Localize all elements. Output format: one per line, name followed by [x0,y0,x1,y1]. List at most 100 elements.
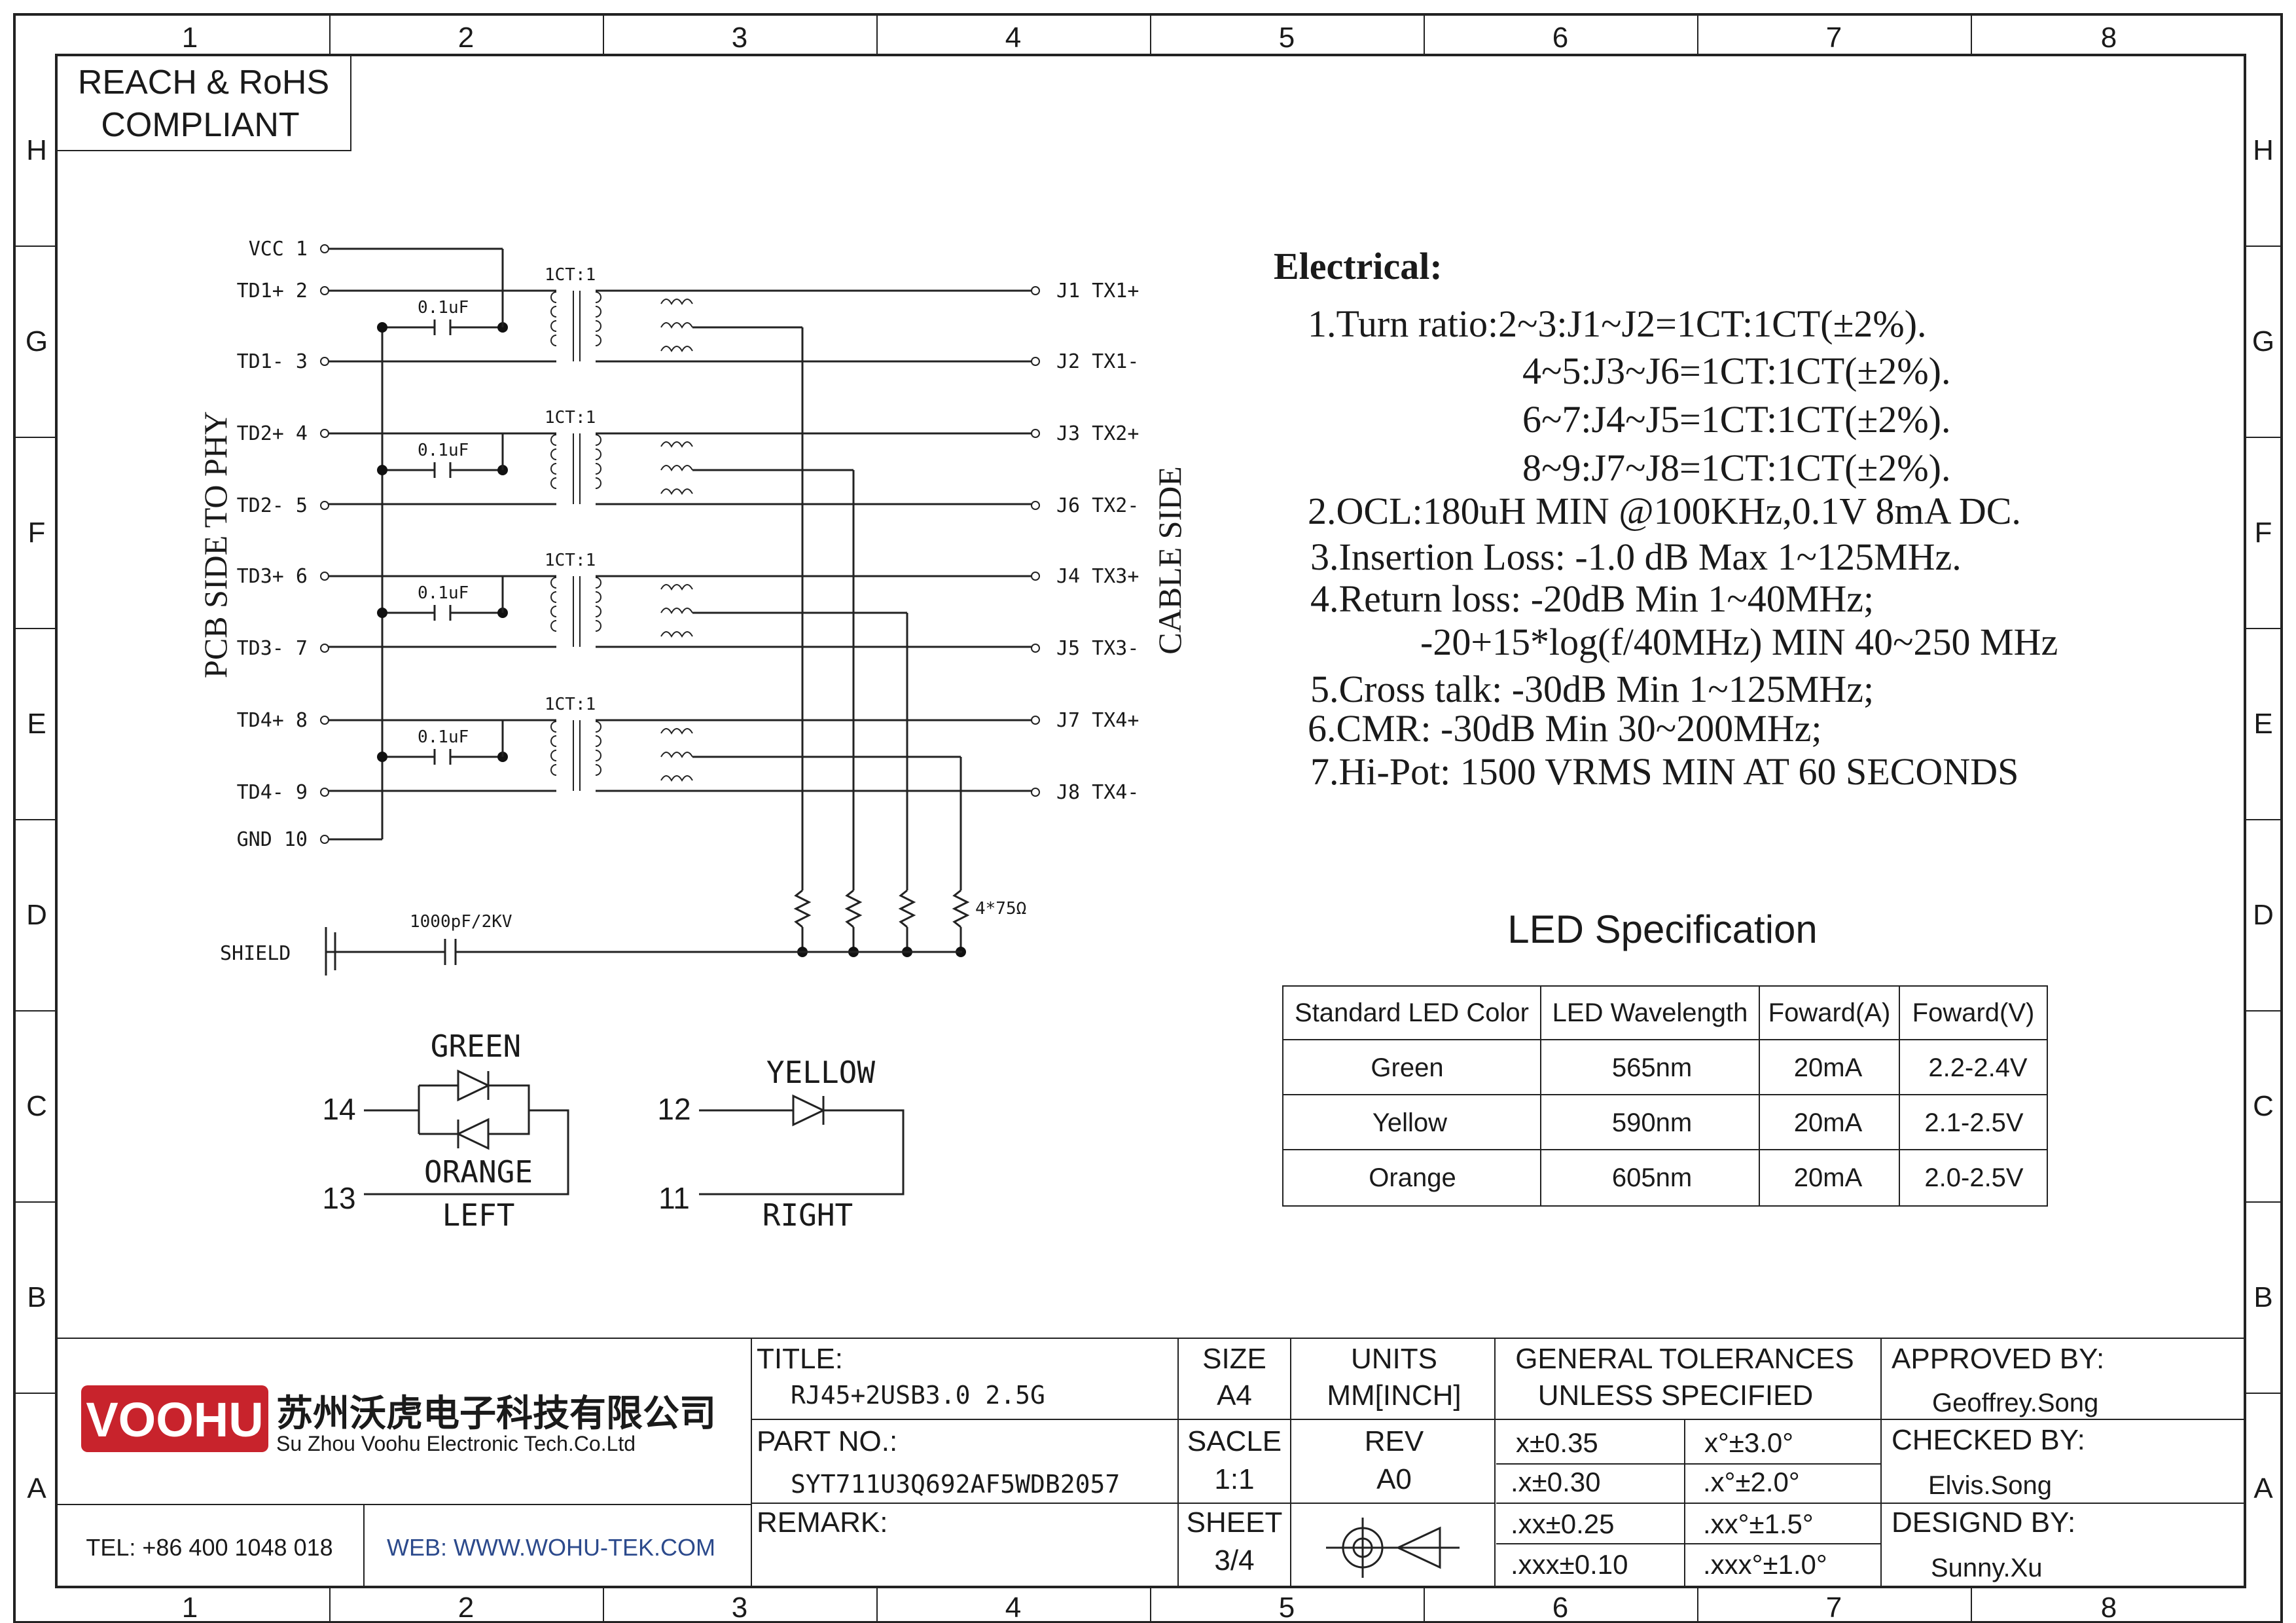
title-block: VOOHU 苏州沃虎电子科技有限公司 Su Zhou Voohu Electro… [56,1338,2245,1587]
resistor-icon [844,889,863,928]
schematic-wiring [329,247,970,957]
zone-row-right-D: D [2253,899,2274,931]
electrical-line-5: 2.OCL:180uH MIN @100KHz,0.1V 8mA DC. [1308,490,2021,532]
zone-row-left-G: G [26,325,48,357]
zone-col-top-1: 1 [182,22,198,54]
tol-linear-3: .xxx±0.10 [1511,1549,1628,1580]
third-angle-projection-icon [1326,1518,1460,1578]
electrical-line-7: 4.Return loss: -20dB Min 1~40MHz; [1310,577,1874,620]
designed-value: Sunny.Xu [1931,1554,2043,1582]
pin-terminal [1031,357,1040,366]
zone-col-bottom-3: 3 [732,1592,747,1623]
zone-col-top-3: 3 [732,22,747,54]
left-pin-label: TD2- 5 [237,494,308,517]
zone-col-bottom-7: 7 [1826,1592,1842,1623]
pin-terminal [320,429,329,438]
electrical-line-3: 6~7:J4~J5=1CT:1CT(±2%). [1522,398,1950,441]
led-spec-cell-green-color: Green [1371,1053,1443,1082]
left-pin-label: TD2+ 4 [237,422,308,445]
pin-terminal [320,788,329,797]
right-pin-label: J5 TX3- [1056,637,1139,660]
zone-col-top-2: 2 [458,22,474,54]
zone-col-bottom-6: 6 [1552,1592,1568,1623]
led-left-label: LEFT [442,1197,515,1233]
cable-side-label: CABLE SIDE [1151,466,1188,655]
left-pin-label: TD1- 3 [237,350,308,373]
zone-row-left-A: A [27,1472,46,1504]
led-spec-cell-yellow-forward-a: 20mA [1794,1108,1863,1137]
turn-ratio-label: 1CT:1 [545,695,596,714]
remark-label: REMARK: [757,1506,888,1539]
led-spec-cell-yellow-color: Yellow [1372,1108,1447,1137]
zone-row-right-H: H [2253,134,2274,166]
led-left-diagram: GREEN ORANGE LEFT 14 13 [322,1029,569,1233]
junction-dot [377,752,387,762]
led-spec-cell-green-forward-v: 2.2-2.4V [1928,1053,2028,1082]
zone-row-right-G: G [2252,325,2274,357]
led-spec-header-forward-a: Foward(A) [1768,998,1891,1027]
zone-row-right-A: A [2253,1472,2273,1504]
led-spec-cell-green-forward-a: 20mA [1794,1053,1863,1082]
led-spec-title: LED Specification [1507,907,1818,951]
turn-ratio-label: 1CT:1 [545,408,596,428]
electrical-line-9: 5.Cross talk: -30dB Min 1~125MHz; [1310,668,1874,710]
right-pin-labels: J1 TX1+J2 TX1-J3 TX2+J6 TX2-J4 TX3+J5 TX… [1031,280,1139,804]
pin-terminal [320,835,329,844]
size-value: A4 [1217,1379,1252,1412]
turn-ratio-label: 1CT:1 [545,265,596,285]
logo-wordmark: VOOHU [86,1393,263,1447]
checked-label: CHECKED BY: [1892,1424,2085,1456]
transformer-icon [503,575,1031,648]
pin-terminal [1031,644,1040,653]
web-text: WEB: WWW.WOHU-TEK.COM [387,1534,715,1561]
zone-row-left-D: D [26,899,47,931]
left-pin-label: VCC 1 [249,238,308,261]
led-pin-13: 13 [322,1181,355,1215]
zone-row-right-F: F [2255,517,2272,549]
units-label: UNITS [1351,1343,1437,1375]
zone-col-top-4: 4 [1005,22,1021,54]
led-spec-cell-orange-color: Orange [1369,1163,1456,1192]
zone-row-right-B: B [2253,1281,2272,1313]
compliance-box: REACH & RoHS COMPLIANT [56,54,351,151]
led-spec-cell-green-wavelength: 565nm [1612,1053,1692,1082]
rev-label: REV [1365,1425,1424,1457]
transformer-icon [503,432,1031,505]
pin-terminal [1031,716,1040,725]
pcb-side-label: PCB SIDE TO PHY [197,411,234,678]
title-value: RJ45+2USB3.0 2.5G [791,1381,1045,1410]
pin-terminal [320,644,329,653]
capacitor-label: 0.1uF [418,298,469,318]
left-pin-label: TD3+ 6 [237,565,308,588]
resistor-icon [898,889,916,928]
pin-terminal [320,357,329,366]
approved-value: Geoffrey.Song [1932,1389,2098,1417]
checked-value: Elvis.Song [1928,1471,2052,1500]
resistor-icon [952,889,970,928]
zone-row-left-E: E [27,708,46,740]
junction-dot [377,608,387,618]
shield-cap-label: 1000pF/2KV [410,912,512,932]
compliance-line-1: REACH & RoHS [78,64,329,101]
zone-row-left-H: H [26,134,47,166]
turn-ratio-label: 1CT:1 [545,551,596,570]
electrical-line-2: 4~5:J3~J6=1CT:1CT(±2%). [1522,350,1950,392]
drawing-frame: 1 2 3 4 5 6 7 8 1 2 3 4 5 6 7 8 H G F E … [13,13,2283,1623]
scale-value: 1:1 [1214,1463,1254,1495]
led-yellow-label: YELLOW [766,1055,875,1090]
tol-angular-2: .xx°±1.5° [1703,1508,1814,1539]
zone-row-left-C: C [26,1090,47,1122]
right-pin-label: J1 TX1+ [1056,280,1139,302]
pin-terminal [320,716,329,725]
right-pin-label: J2 TX1- [1056,350,1139,373]
led-pin-12: 12 [657,1092,691,1126]
units-value: MM[INCH] [1327,1379,1461,1412]
led-green-label: GREEN [431,1029,521,1064]
capacitor-label: 0.1uF [418,583,469,603]
led-spec-cell-orange-wavelength: 605nm [1612,1163,1692,1192]
tolerances-heading-2: UNLESS SPECIFIED [1538,1379,1814,1412]
zone-row-left-B: B [27,1281,46,1313]
right-pin-label: J7 TX4+ [1056,709,1139,732]
electrical-line-10: 6.CMR: -30dB Min 30~200MHz; [1308,707,1821,750]
